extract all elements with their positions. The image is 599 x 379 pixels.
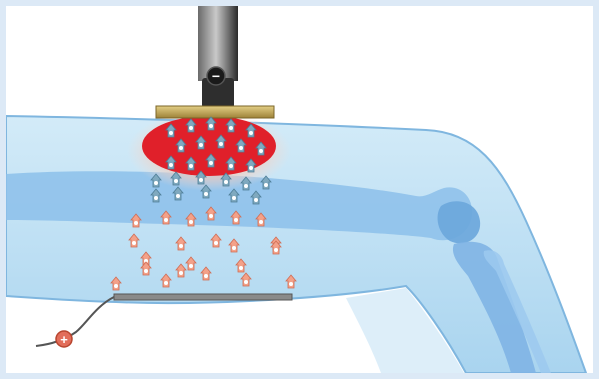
positive-terminal-sign: + bbox=[60, 332, 68, 347]
return-electrode-plate bbox=[114, 294, 292, 300]
iontophoresis-illustration: − + bbox=[6, 6, 593, 373]
return-electrode-wire bbox=[36, 297, 114, 346]
active-electrode: − bbox=[156, 6, 274, 118]
negative-terminal-sign: − bbox=[212, 68, 220, 84]
electrode-plate bbox=[156, 106, 274, 118]
illustration-canvas: − + bbox=[6, 6, 593, 373]
